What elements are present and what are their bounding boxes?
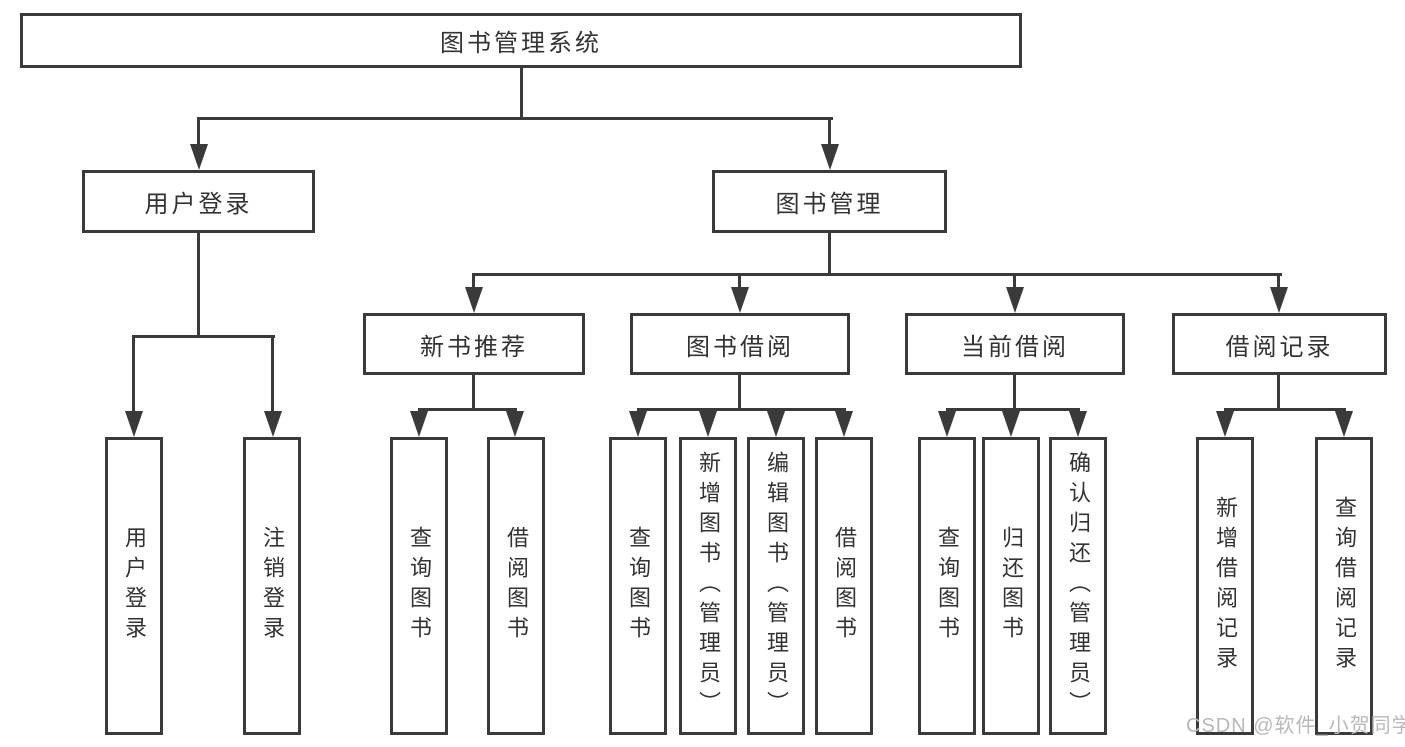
connector-arrowhead xyxy=(767,411,785,437)
node-root-library-system: 图书管理系统 xyxy=(20,13,1022,68)
connector-arrowhead xyxy=(835,411,853,437)
leaf-borrow-books-recommend: 借阅图书 xyxy=(487,437,545,735)
connector-arrowhead xyxy=(629,411,647,437)
node-label: 用户登录 xyxy=(122,526,147,646)
node-current-borrowing: 当前借阅 xyxy=(905,313,1125,375)
node-label: 借阅图书 xyxy=(504,526,529,646)
connector-line xyxy=(637,408,846,411)
node-label: 借阅图书 xyxy=(832,526,857,646)
leaf-logout: 注销登录 xyxy=(243,437,301,735)
node-label: 编辑图书（管理员） xyxy=(764,451,789,721)
leaf-add-books-admin: 新增图书（管理员） xyxy=(679,437,737,735)
leaf-edit-books-admin: 编辑图书（管理员） xyxy=(747,437,805,735)
connector-line xyxy=(132,335,275,338)
node-label: 查询借阅记录 xyxy=(1332,496,1357,676)
node-user-login: 用户登录 xyxy=(82,170,315,233)
connector-line xyxy=(946,408,1080,411)
node-label: 图书管理 xyxy=(775,191,884,218)
connector-arrowhead xyxy=(190,144,208,170)
leaf-borrow-books: 借阅图书 xyxy=(815,437,873,735)
connector-arrowhead xyxy=(699,411,717,437)
node-label: 查询图书 xyxy=(407,526,432,646)
connector-line xyxy=(738,375,741,411)
node-book-management: 图书管理 xyxy=(712,170,947,233)
node-label: 借阅记录 xyxy=(1225,333,1334,361)
connector-line xyxy=(1277,375,1280,411)
leaf-query-borrow-record: 查询借阅记录 xyxy=(1315,437,1373,735)
connector-line xyxy=(418,408,517,411)
connector-line xyxy=(828,117,831,146)
connector-line xyxy=(472,375,475,411)
connector-arrowhead xyxy=(1335,411,1353,437)
leaf-query-books-current: 查询图书 xyxy=(918,437,976,735)
node-label: 当前借阅 xyxy=(961,333,1069,361)
node-label: 图书管理系统 xyxy=(440,30,602,57)
connector-line xyxy=(197,233,200,335)
node-label: 新增借阅记录 xyxy=(1213,496,1238,676)
node-book-borrowing: 图书借阅 xyxy=(630,313,850,375)
node-label: 查询图书 xyxy=(935,526,960,646)
connector-arrowhead xyxy=(465,287,483,313)
connector-line xyxy=(132,335,135,413)
connector-arrowhead xyxy=(731,287,749,313)
connector-arrowhead xyxy=(821,144,839,170)
connector-line xyxy=(738,273,741,292)
node-label: 图书借阅 xyxy=(686,333,794,361)
connector-arrowhead xyxy=(1006,287,1024,313)
node-label: 查询图书 xyxy=(626,526,651,646)
leaf-user-login: 用户登录 xyxy=(105,437,163,735)
connector-line xyxy=(197,117,200,146)
node-label: 新书推荐 xyxy=(420,333,528,361)
connector-line xyxy=(472,273,1282,276)
connector-arrowhead xyxy=(1216,411,1234,437)
leaf-add-borrow-record: 新增借阅记录 xyxy=(1196,437,1254,735)
connector-arrowhead xyxy=(1270,287,1288,313)
node-borrowing-records: 借阅记录 xyxy=(1172,313,1387,375)
connector-line xyxy=(271,335,274,413)
connector-arrowhead xyxy=(1069,411,1087,437)
node-label: 用户登录 xyxy=(144,191,253,218)
connector-arrowhead xyxy=(938,411,956,437)
connector-arrowhead xyxy=(264,411,282,437)
connector-line xyxy=(472,273,475,292)
leaf-return-books: 归还图书 xyxy=(982,437,1040,735)
leaf-confirm-return-admin: 确认归还（管理员） xyxy=(1049,437,1107,735)
node-new-book-recommendation: 新书推荐 xyxy=(363,313,585,375)
connector-line xyxy=(520,68,523,117)
connector-arrowhead xyxy=(410,411,428,437)
node-label: 新增图书（管理员） xyxy=(696,451,721,721)
leaf-query-books-recommend: 查询图书 xyxy=(390,437,448,735)
connector-line xyxy=(1277,273,1280,292)
connector-line xyxy=(1224,408,1346,411)
csdn-watermark: CSDN @软件_小贺同学 xyxy=(1186,715,1405,737)
connector-line xyxy=(198,117,833,120)
connector-arrowhead xyxy=(506,411,524,437)
node-label: 注销登录 xyxy=(260,526,285,646)
leaf-query-books-borrow: 查询图书 xyxy=(609,437,667,735)
connector-arrowhead xyxy=(125,411,143,437)
connector-line xyxy=(1013,375,1016,411)
connector-line xyxy=(1013,273,1016,292)
node-label: 归还图书 xyxy=(999,526,1024,646)
connector-line xyxy=(828,233,831,276)
connector-arrowhead xyxy=(1002,411,1020,437)
node-label: 确认归还（管理员） xyxy=(1066,451,1091,721)
